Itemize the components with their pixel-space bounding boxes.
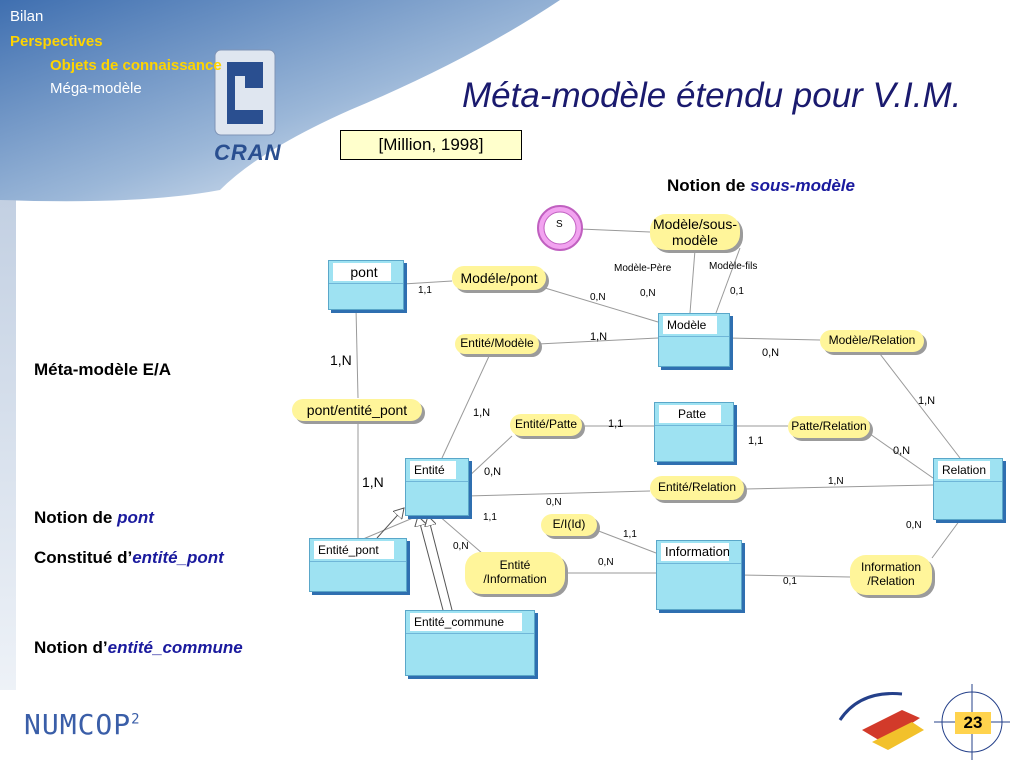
rel-modele-sous-modele-line2: modèle [672, 232, 718, 248]
card-entite-entite-relation: 0,N [484, 466, 502, 478]
nav-item-objets-de-connaissance[interactable]: Objets de connaissance [50, 57, 222, 74]
rel-entite-modele[interactable]: Entité/Modèle [455, 334, 539, 354]
card-fils-left: 0,N [640, 288, 656, 299]
rel-entite-information[interactable]: Entité /Information [465, 552, 565, 594]
entity-patte-label: Patte [659, 405, 721, 423]
rel-modele-relation[interactable]: Modèle/Relation [820, 330, 924, 352]
entity-pont-label: pont [333, 263, 391, 281]
entity-entite-commune-label: Entité_commune [410, 613, 522, 631]
numcop-logo-text: NUMCOP [24, 708, 132, 741]
entity-information-label: Information [661, 543, 729, 561]
card-pont-ep-bottom: 1,N [362, 474, 384, 490]
nav-item-mega-modele[interactable]: Méga-modèle [50, 80, 142, 97]
note-meta-ea: Méta-modèle E/A [34, 360, 171, 379]
note-commune-prefix: Notion d’ [34, 638, 108, 657]
numcop-logo: NUMCOP2 [24, 708, 141, 741]
entity-entite[interactable]: Entité [405, 458, 469, 516]
card-modele-relation-relation: 1,N [918, 395, 936, 407]
rel-modele-pont[interactable]: Modéle/pont [452, 266, 546, 290]
entity-relation[interactable]: Relation [933, 458, 1003, 520]
note-constitue: Constitué d’entité_pont [34, 548, 224, 568]
rel-entite-relation[interactable]: Entité/Relation [650, 476, 744, 500]
rel-information-relation-line1: Information [860, 560, 922, 575]
card-info-rel-information: 0,1 [783, 576, 797, 587]
entity-modele[interactable]: Modèle [658, 313, 730, 367]
card-entite-modele-modele: 1,N [590, 331, 608, 343]
entity-patte[interactable]: Patte [654, 402, 734, 462]
entity-information[interactable]: Information [656, 540, 742, 610]
page-title: Méta-modèle étendu pour V.I.M. [462, 76, 962, 115]
nav-item-perspectives[interactable]: Perspectives [10, 33, 103, 50]
sub-model-symbol [537, 205, 583, 251]
card-info-rel-relation: 0,N [906, 520, 922, 531]
card-entite-patte-patte: 1,1 [608, 418, 624, 430]
note-entite-commune: Notion d’entité_commune [34, 638, 243, 658]
note-constitue-emph: entité_pont [132, 548, 224, 567]
note-pont: Notion de pont [34, 508, 154, 528]
note-commune-emph: entité_commune [107, 638, 243, 657]
card-pont-modele-pont: 1,1 [418, 285, 432, 296]
entity-entite-pont-label: Entité_pont [314, 541, 394, 559]
entity-relation-label: Relation [938, 461, 990, 479]
note-sous-modele-emph: sous-modèle [750, 176, 855, 195]
note-constitue-prefix: Constitué d’ [34, 548, 133, 567]
cran-logo: CRAN [214, 140, 282, 165]
page-number: 23 [955, 712, 991, 734]
card-patte-relation-patte: 1,1 [748, 435, 764, 447]
role-modele-fils: Modèle-fils [709, 261, 758, 272]
card-e-i-id-entite: 0,N [546, 497, 562, 508]
entity-modele-label: Modèle [663, 316, 717, 334]
rel-entite-information-line2: /Information [483, 572, 547, 586]
card-fils-right: 0,1 [730, 286, 744, 297]
note-pont-emph: pont [117, 508, 154, 527]
rel-information-relation-line2: /Relation [867, 574, 915, 588]
nav-item-bilan[interactable]: Bilan [10, 8, 44, 25]
card-entite-information-information: 0,N [598, 557, 614, 568]
card-entite-relation-relation: 1,N [828, 476, 844, 487]
note-pont-prefix: Notion de [34, 508, 118, 527]
card-pont-ep-top: 1,N [330, 352, 352, 368]
card-modele-relation-modele: 0,N [762, 347, 780, 359]
card-entite-information-entite-b: 0,N [453, 541, 469, 552]
numcop-logo-sup: 2 [131, 711, 141, 728]
rel-modele-sous-modele-line1: Modèle/sous- [652, 215, 738, 232]
card-entite-information-entite-a: 1,1 [483, 512, 497, 523]
entity-pont[interactable]: pont [328, 260, 404, 310]
rel-entite-information-line1: Entité [499, 558, 531, 573]
sub-model-symbol-label: S [556, 219, 563, 230]
rel-e-i-id[interactable]: E/I(Id) [541, 514, 597, 536]
note-sous-modele-prefix: Notion de [667, 176, 751, 195]
rel-pont-entite-pont[interactable]: pont/entité_pont [292, 399, 422, 421]
rel-patte-relation[interactable]: Patte/Relation [788, 416, 870, 438]
entity-entite-pont[interactable]: Entité_pont [309, 538, 407, 592]
entity-entite-label: Entité [410, 461, 456, 479]
entity-entite-commune[interactable]: Entité_commune [405, 610, 535, 676]
role-modele-pere: Modèle-Père [614, 263, 672, 274]
card-pere: 0,N [590, 292, 606, 303]
card-patte-relation-relation: 0,N [893, 445, 911, 457]
card-entite-modele-entite: 1,N [473, 407, 491, 419]
card-e-i-id-information: 1,1 [623, 529, 637, 540]
citation-box: [Million, 1998] [340, 130, 522, 160]
rel-modele-sous-modele[interactable]: Modèle/sous- modèle [650, 214, 740, 250]
note-sous-modele: Notion de sous-modèle [667, 176, 855, 196]
rel-entite-patte[interactable]: Entité/Patte [510, 414, 582, 436]
rel-information-relation[interactable]: Information /Relation [850, 555, 932, 595]
